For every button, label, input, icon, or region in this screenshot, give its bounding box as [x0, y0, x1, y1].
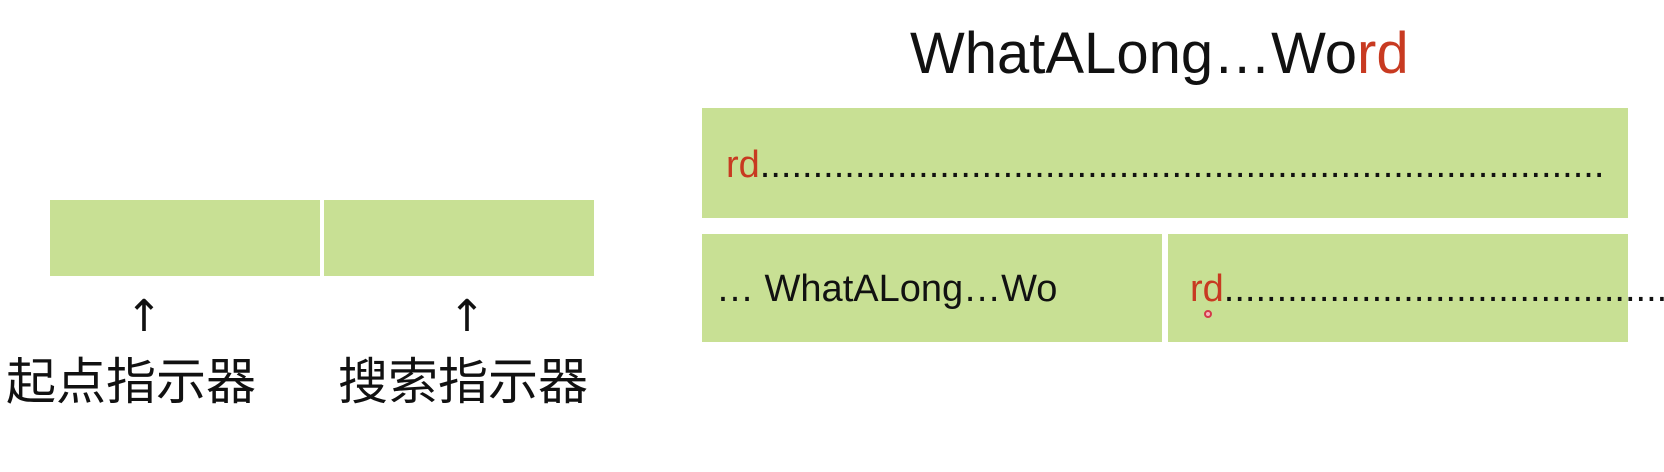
word-title-prefix: WhatALong…Wo	[910, 21, 1358, 86]
bottom-left-text: … WhatALong…Wo	[716, 268, 1058, 310]
search-indicator-box	[324, 200, 594, 276]
cursor-dot-icon	[1204, 310, 1212, 318]
bottom-right-text: rd......................................…	[1190, 266, 1664, 312]
top-row-highlight: rd	[726, 144, 760, 186]
search-indicator-label: 搜索指示器	[338, 353, 588, 411]
bottom-right-highlight: rd	[1190, 268, 1224, 310]
start-indicator-box	[50, 200, 320, 276]
bottom-left-box: … WhatALong…Wo	[702, 234, 1162, 342]
word-title-suffix: rd	[1357, 21, 1409, 86]
word-title: WhatALong…Word	[910, 18, 1409, 90]
bottom-right-dots: ........................................…	[1223, 268, 1664, 310]
start-indicator-label: 起点指示器	[6, 353, 256, 411]
arrow-up-icon: ↑	[125, 291, 163, 342]
top-row-text: rd......................................…	[726, 142, 1604, 188]
top-row-box: rd......................................…	[702, 108, 1628, 218]
bottom-right-box: rd......................................…	[1168, 234, 1664, 342]
indicator-boxes	[50, 200, 594, 276]
arrow-up-icon: ↑	[448, 291, 486, 342]
top-row-dots: ........................................…	[759, 144, 1605, 186]
